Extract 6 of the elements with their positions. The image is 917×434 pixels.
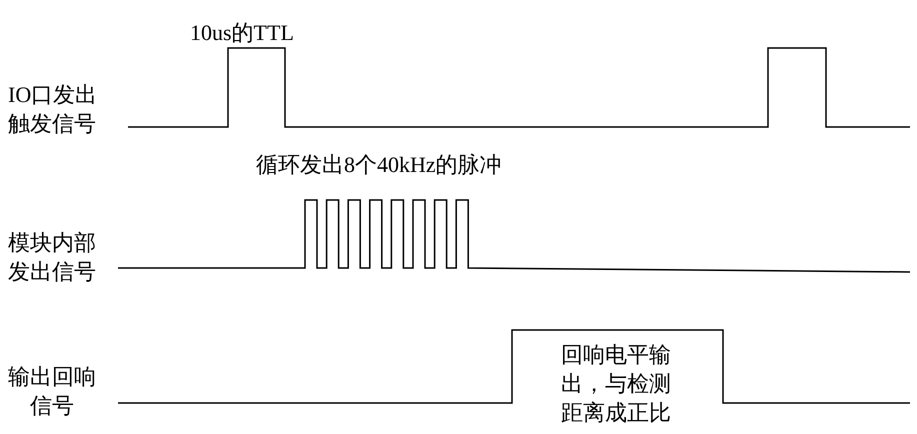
- pulse-label: 循环发出8个40kHz的脉冲: [256, 151, 503, 179]
- signal-name: 模块内部发出信号: [8, 229, 97, 286]
- pulse-label: 10us的TTL: [190, 19, 295, 47]
- signal-name: IO口发出触发信号: [8, 81, 98, 138]
- echo-note: 回响电平输出，与检测距离成正比: [560, 341, 672, 427]
- signal-name: 输出回响信号: [7, 363, 97, 420]
